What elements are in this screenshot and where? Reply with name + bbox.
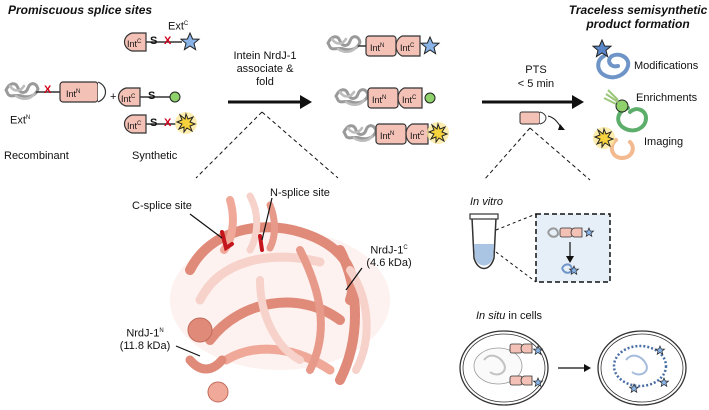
c-splice-label: C-splice site — [132, 200, 192, 212]
arrow1-line2: associate & — [236, 63, 294, 75]
arrow2-line2: < 5 min — [517, 78, 555, 90]
cell-after — [597, 330, 687, 406]
right-title-line1: Traceless semisynthetic — [568, 3, 708, 17]
int-c-label-2: IntC — [121, 94, 136, 104]
cell-before — [459, 330, 549, 406]
x-linker-2: X — [164, 35, 172, 47]
assembled-burst — [342, 121, 450, 145]
enrichments-label: Enrichments — [636, 92, 698, 104]
test-tube-icon — [469, 213, 499, 270]
insitu-label: In situ in cells — [476, 310, 543, 322]
recombinant-label: Recombinant — [4, 150, 69, 162]
plus-sign: + — [110, 91, 117, 103]
arrow1-line3: fold — [256, 76, 274, 88]
nrdj-structure — [170, 192, 390, 403]
int-c-label-3: IntC — [127, 121, 142, 131]
invitro-label: In vitro — [470, 196, 504, 208]
x-linker-3: X — [164, 117, 172, 129]
mid-int-n-1: IntN — [370, 43, 385, 53]
ext-c-label: ExtC — [168, 20, 189, 33]
s-linker-2: S — [148, 90, 156, 102]
x-linker-1: X — [44, 84, 52, 96]
int-c-label-1: IntC — [127, 39, 142, 49]
mid-int-n-3: IntN — [380, 131, 395, 141]
synthetic-construct-star — [123, 32, 200, 52]
arrow-insitu — [558, 364, 591, 372]
arrow2-line1: PTS — [525, 64, 547, 76]
nrdj-n-mass: (11.8 kDa) — [119, 340, 171, 352]
synthetic-label: Synthetic — [132, 150, 178, 162]
assembled-green — [334, 87, 436, 109]
ext-n-label: ExtN — [10, 114, 31, 127]
n-splice-label: N-splice site — [270, 187, 330, 199]
right-title-line2: product formation — [586, 17, 690, 31]
assembled-star — [326, 35, 440, 57]
product-modification-icon — [591, 38, 631, 80]
mid-int-n-2: IntN — [372, 95, 387, 105]
arrow-associate — [228, 95, 312, 109]
synthetic-construct-green — [117, 87, 181, 107]
nrdj-n-label: NrdJ-1N — [126, 327, 164, 340]
nrdj-c-label: NrdJ-1C — [370, 244, 408, 257]
mid-int-c-3: IntC — [410, 131, 425, 141]
imaging-label: Imaging — [644, 136, 684, 148]
recombinant-construct — [4, 81, 107, 103]
mid-int-c-2: IntC — [402, 95, 417, 105]
s-linker-3: S — [150, 117, 158, 129]
invitro-inset — [535, 213, 611, 283]
nrdj-c-mass: (4.6 kDa) — [366, 257, 412, 269]
product-enrichment-icon — [603, 89, 649, 133]
s-linker-1: S — [150, 35, 158, 47]
modifications-label: Modifications — [634, 60, 699, 72]
mid-int-c-1: IntC — [400, 43, 415, 53]
arrow1-line1: Intein NrdJ-1 — [233, 50, 297, 62]
left-title: Promiscuous splice sites — [8, 3, 153, 17]
arrow-pts — [482, 95, 584, 130]
int-n-label: IntN — [66, 89, 81, 99]
synthetic-construct-burst — [123, 111, 198, 135]
product-imaging-icon — [592, 126, 635, 161]
